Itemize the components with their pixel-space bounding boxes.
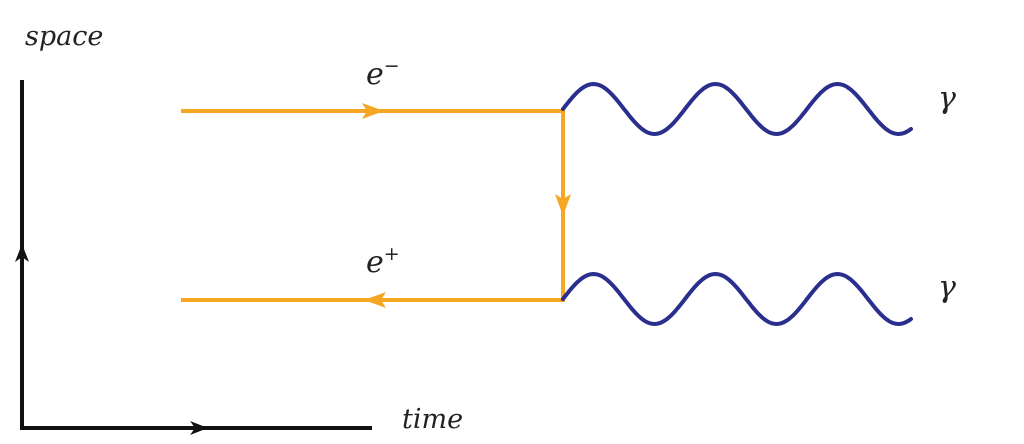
- photon-line-top: [561, 81, 913, 137]
- space-axis-arrow-icon: [15, 244, 29, 262]
- photon-line-bottom: [561, 271, 913, 327]
- positron-label: e+: [366, 243, 400, 280]
- photon-bottom-label: γ: [938, 270, 956, 305]
- exchange-arrow-icon: [555, 194, 571, 216]
- time-axis-arrow-icon: [190, 421, 208, 435]
- time-axis-label: time: [402, 404, 463, 435]
- electron-arrow-icon: [362, 103, 384, 119]
- electron-label: e−: [366, 55, 400, 92]
- photon-top-label: γ: [938, 81, 956, 116]
- axes: space time: [15, 21, 463, 435]
- positron-arrow-icon: [364, 292, 386, 308]
- space-axis-label: space: [25, 21, 103, 52]
